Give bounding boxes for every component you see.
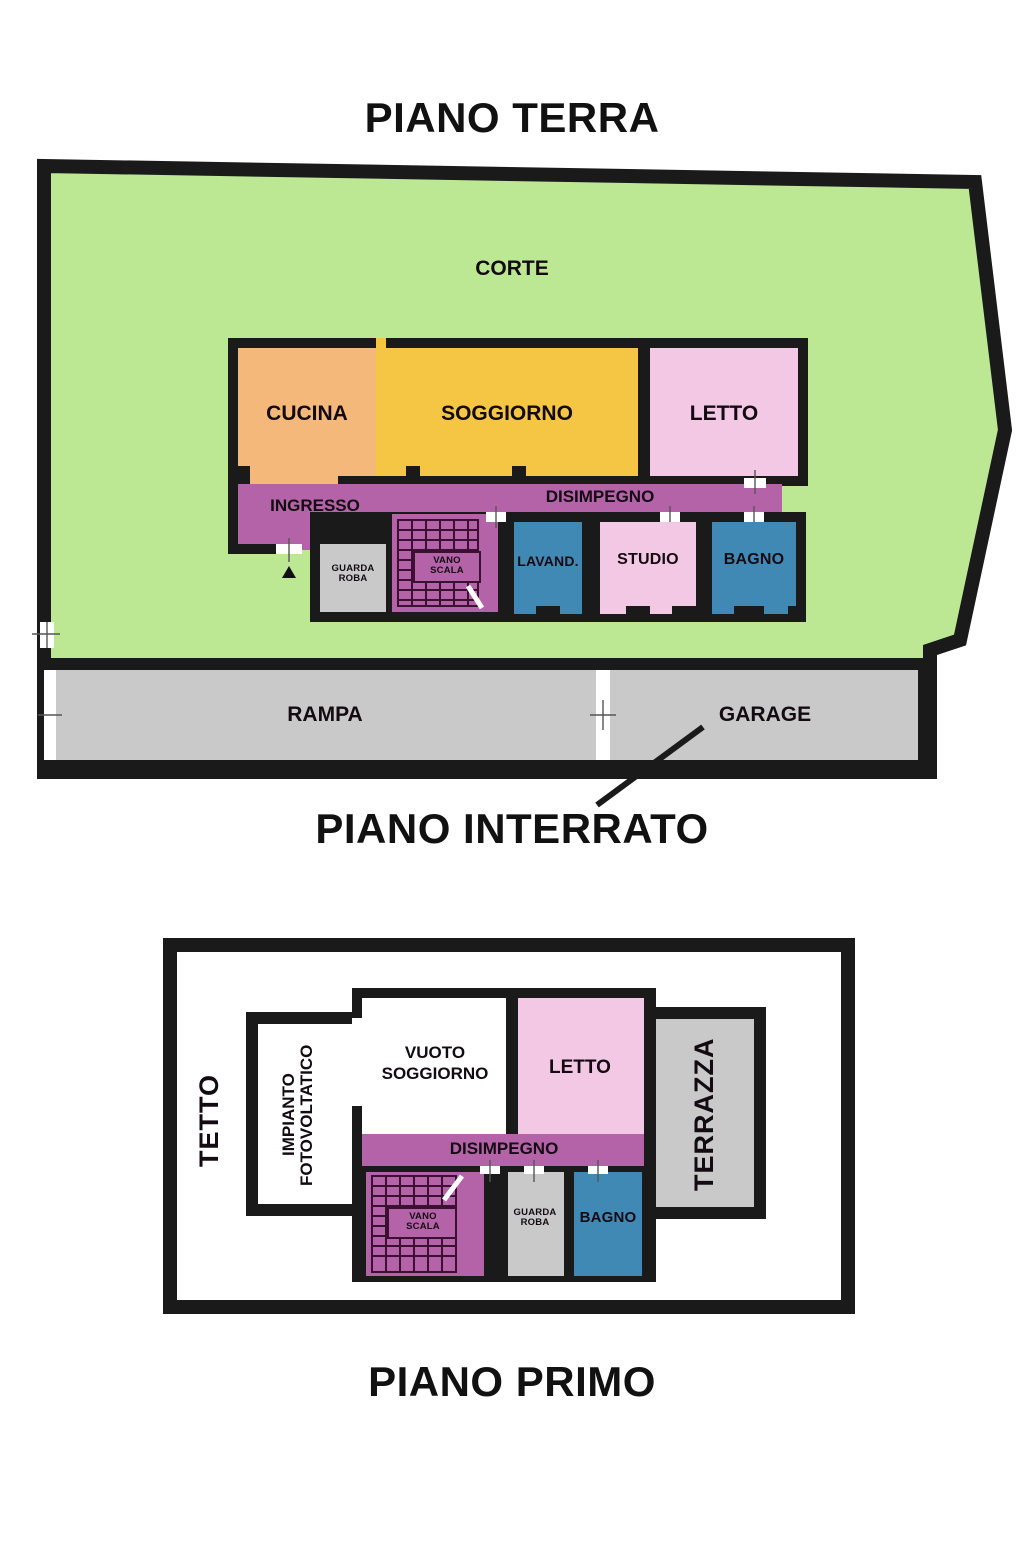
page-title-basement-floor: PIANO INTERRATO	[315, 805, 709, 852]
room-rampa	[56, 670, 596, 760]
room-soggiorno	[376, 348, 638, 476]
room-studio	[600, 522, 696, 606]
room-cucina	[238, 348, 376, 476]
room-lavanderia	[514, 522, 582, 606]
room-letto	[650, 348, 798, 476]
stair-direction-line	[465, 584, 485, 610]
room-terrazza	[644, 1007, 766, 1219]
page-title-first-floor: PIANO PRIMO	[368, 1358, 656, 1405]
room-garage	[610, 670, 918, 760]
room-letto-first	[516, 998, 644, 1134]
stair-direction-line-first	[442, 1174, 464, 1202]
entrance-arrow	[282, 566, 296, 578]
room-disimpegno-first	[362, 1134, 646, 1166]
room-guardaroba	[320, 544, 386, 612]
garage-leader-line	[595, 724, 705, 808]
stair-core-box	[413, 551, 481, 583]
room-bagno-first	[574, 1172, 642, 1276]
room-bagno	[712, 522, 796, 606]
room-guardaroba-first	[508, 1172, 564, 1276]
room-vuoto-soggiorno	[362, 998, 508, 1134]
plan-ground-floor	[32, 158, 1013, 808]
page-title-ground-floor: PIANO TERRA	[364, 94, 660, 141]
stair-core-box-first	[387, 1207, 457, 1239]
